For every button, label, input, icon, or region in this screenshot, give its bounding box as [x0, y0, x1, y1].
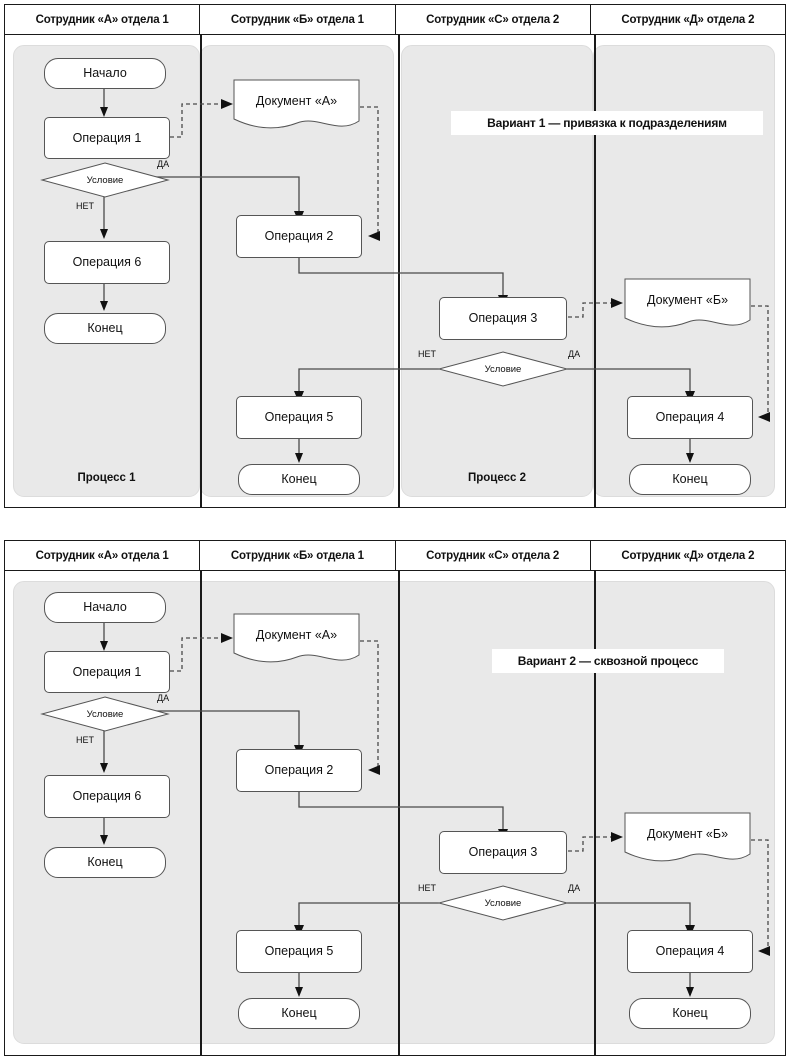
- node-condition-1[interactable]: Условие: [40, 162, 170, 198]
- node-operation-3[interactable]: Операция 3: [439, 297, 567, 340]
- edge-label-yes-2: ДА: [568, 349, 581, 359]
- node-condition-1-b[interactable]: Условие: [40, 696, 170, 732]
- node-condition-1-b-label: Условие: [86, 708, 124, 720]
- node-start-1-b[interactable]: Начало: [44, 592, 166, 623]
- swimlane-header-c-2: Сотрудник «С» отдела 2: [396, 541, 591, 570]
- diagram-variant-1: Сотрудник «А» отдела 1 Сотрудник «Б» отд…: [4, 4, 786, 508]
- process-label-2: Процесс 2: [467, 472, 526, 484]
- node-operation-2-b[interactable]: Операция 2: [236, 749, 362, 792]
- lane-divider-1: [200, 35, 202, 507]
- node-operation-1-b[interactable]: Операция 1: [44, 651, 170, 693]
- swimlane-header-c: Сотрудник «С» отдела 2: [396, 5, 591, 34]
- node-end-2[interactable]: Конец: [238, 464, 360, 495]
- swimlane-header-a-2: Сотрудник «А» отдела 1: [5, 541, 201, 570]
- node-condition-2[interactable]: Условие: [437, 351, 569, 387]
- swimlane-header-d-2: Сотрудник «Д» отдела 2: [621, 549, 755, 562]
- swimlane-body-bottom: Начало Операция 1 Условие Операция 6 Кон…: [5, 571, 785, 1055]
- node-condition-2-b[interactable]: Условие: [437, 885, 569, 921]
- node-operation-2[interactable]: Операция 2: [236, 215, 362, 258]
- lane-divider-2: [398, 35, 400, 507]
- node-document-a-b-label: Документ «А»: [255, 627, 338, 642]
- lane-divider-2-b: [398, 571, 400, 1055]
- swimlane-header-row-2: Сотрудник «А» отдела 1 Сотрудник «Б» отд…: [5, 541, 785, 571]
- node-end-1[interactable]: Конец: [44, 313, 166, 344]
- node-document-b-b-label: Документ «Б»: [646, 826, 729, 841]
- swimlane-header-row: Сотрудник «А» отдела 1 Сотрудник «Б» отд…: [5, 5, 785, 35]
- node-operation-6-b[interactable]: Операция 6: [44, 775, 170, 818]
- node-end-2-b[interactable]: Конец: [238, 998, 360, 1029]
- node-start-1[interactable]: Начало: [44, 58, 166, 89]
- node-document-a[interactable]: Документ «А»: [233, 79, 360, 131]
- node-document-b-label: Документ «Б»: [646, 292, 729, 307]
- node-end-3-b[interactable]: Конец: [629, 998, 751, 1029]
- edge-label-no-1: НЕТ: [76, 201, 94, 211]
- variant-caption-1: Вариант 1 — привязка к подразделениям: [451, 111, 763, 135]
- lane-divider-3: [594, 35, 596, 507]
- edge-label-no-2: НЕТ: [418, 349, 436, 359]
- swimlane-header-b-2: Сотрудник «Б» отдела 1: [200, 541, 396, 570]
- node-operation-3-b[interactable]: Операция 3: [439, 831, 567, 874]
- lane-divider-1-b: [200, 571, 202, 1055]
- swimlane-header-d: Сотрудник «Д» отдела 2: [621, 13, 755, 26]
- node-operation-5-b[interactable]: Операция 5: [236, 930, 362, 973]
- swimlane-body-top: Начало Операция 1 Условие Операция 6 Кон…: [5, 35, 785, 507]
- node-document-b-b[interactable]: Документ «Б»: [624, 812, 751, 864]
- edge-label-yes-1-b: ДА: [157, 693, 170, 703]
- swimlane-header-a: Сотрудник «А» отдела 1: [5, 5, 201, 34]
- process-label-1: Процесс 1: [77, 472, 136, 484]
- node-end-3[interactable]: Конец: [629, 464, 751, 495]
- node-condition-2-label: Условие: [484, 363, 522, 375]
- node-operation-6[interactable]: Операция 6: [44, 241, 170, 284]
- node-operation-4[interactable]: Операция 4: [627, 396, 753, 439]
- node-condition-1-label: Условие: [86, 174, 124, 186]
- node-end-1-b[interactable]: Конец: [44, 847, 166, 878]
- node-operation-4-b[interactable]: Операция 4: [627, 930, 753, 973]
- diagram-variant-2: Сотрудник «А» отдела 1 Сотрудник «Б» отд…: [4, 540, 786, 1056]
- lane-divider-3-b: [594, 571, 596, 1055]
- swimlane-header-b: Сотрудник «Б» отдела 1: [200, 5, 396, 34]
- node-condition-2-b-label: Условие: [484, 897, 522, 909]
- node-operation-5[interactable]: Операция 5: [236, 396, 362, 439]
- node-document-b[interactable]: Документ «Б»: [624, 278, 751, 330]
- edge-label-no-2-b: НЕТ: [418, 883, 436, 893]
- edge-label-yes-2-b: ДА: [568, 883, 581, 893]
- edge-label-no-1-b: НЕТ: [76, 735, 94, 745]
- node-operation-1[interactable]: Операция 1: [44, 117, 170, 159]
- node-document-a-b[interactable]: Документ «А»: [233, 613, 360, 665]
- node-document-a-label: Документ «А»: [255, 93, 338, 108]
- variant-caption-2: Вариант 2 — сквозной процесс: [492, 649, 724, 673]
- edge-label-yes-1: ДА: [157, 159, 170, 169]
